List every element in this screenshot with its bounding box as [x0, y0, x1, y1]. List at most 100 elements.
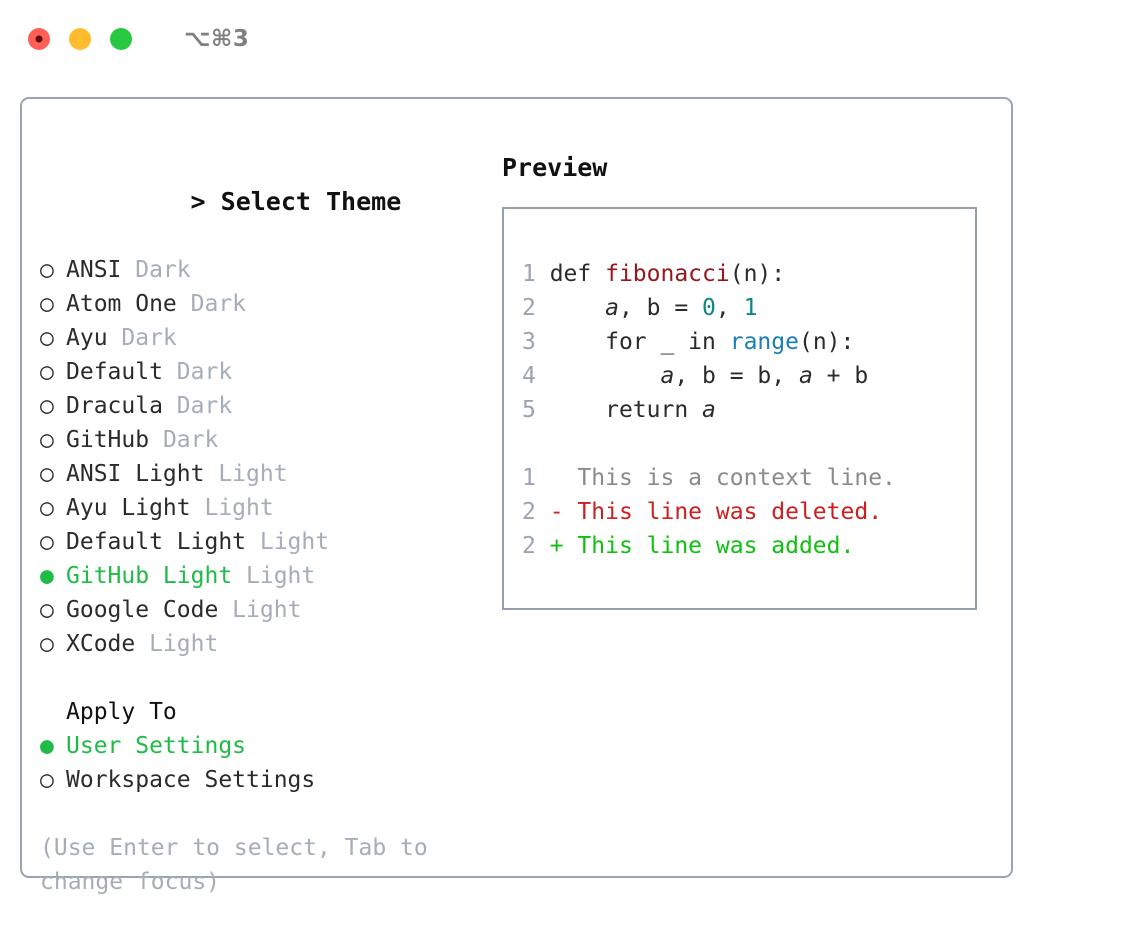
theme-option-label: Atom One	[66, 291, 177, 317]
radio-unselected-icon: ○	[40, 631, 54, 657]
theme-option-category: Dark	[149, 427, 219, 453]
diff-line-context: 1 This is a context line.	[522, 461, 967, 495]
code-token: , b = b,	[674, 363, 799, 389]
line-number: 1	[522, 465, 550, 491]
theme-option-github[interactable]: ○GitHub Dark	[40, 423, 490, 457]
keyboard-hint: (Use Enter to select, Tab to change focu…	[40, 835, 428, 895]
diff-text: This is a context line.	[577, 465, 896, 491]
diff-marker: +	[549, 533, 578, 559]
radio-unselected-icon: ○	[40, 495, 54, 521]
theme-option-label: ANSI Light	[66, 461, 205, 487]
code-token: + b	[812, 363, 869, 389]
code-line: 3 for _ in range(n):	[522, 325, 967, 359]
close-button[interactable]	[28, 28, 50, 50]
theme-option-google-code[interactable]: ○ Google Code Light	[40, 593, 490, 627]
minimize-button[interactable]	[69, 28, 91, 50]
theme-option-ansi[interactable]: ○ANSI Dark	[40, 253, 490, 287]
theme-option-ansi-light[interactable]: ○ANSI Light Light	[40, 457, 490, 491]
theme-option-category: Light	[232, 563, 316, 589]
theme-option-label: Ayu	[66, 325, 108, 351]
radio-unselected-icon: ○	[40, 461, 54, 487]
apply-to-heading: Apply To	[66, 699, 177, 725]
diff-line-removed: 2 - This line was deleted.	[522, 495, 967, 529]
keyboard-shortcut-label: ⌥⌘3	[184, 26, 250, 52]
apply-to-option-label: Workspace Settings	[66, 767, 316, 793]
code-token: (n):	[798, 329, 855, 355]
theme-list: ○ANSI Dark○Atom One Dark○Ayu Dark○Defaul…	[40, 253, 490, 661]
theme-option-label: Google Code	[66, 597, 219, 623]
theme-option-label: GitHub	[66, 427, 150, 453]
diff-line-added: 2 + This line was added.	[522, 529, 967, 563]
theme-option-category: Dark	[107, 325, 177, 351]
diff-lines: 1 This is a context line.2 - This line w…	[522, 461, 967, 563]
line-number: 5	[522, 397, 550, 423]
code-line: 1 def fibonacci(n):	[522, 257, 967, 291]
code-token: fibonacci	[605, 261, 730, 287]
radio-unselected-icon: ○	[40, 597, 54, 623]
theme-option-label: Default	[66, 359, 163, 385]
preview-heading: Preview	[502, 153, 608, 182]
apply-to-option-workspace-settings[interactable]: ○Workspace Settings	[40, 763, 490, 797]
theme-option-category: Light	[246, 529, 330, 555]
code-token: , b =	[618, 295, 703, 321]
diff-text: This line was added.	[577, 533, 855, 559]
maximize-button[interactable]	[110, 28, 132, 50]
page-title: Select Theme	[220, 187, 402, 216]
code-line: 2 a, b = 0, 1	[522, 291, 967, 325]
theme-option-default-light[interactable]: ○ Default Light Light	[40, 525, 490, 559]
diff-marker: -	[549, 499, 578, 525]
theme-option-category: Light	[190, 495, 274, 521]
code-token: (n):	[729, 261, 786, 287]
theme-option-ayu-light[interactable]: ○ Ayu Light Light	[40, 491, 490, 525]
radio-unselected-icon: ○	[40, 359, 54, 385]
code-token: range	[729, 329, 799, 355]
theme-option-ayu[interactable]: ○ Ayu Dark	[40, 321, 490, 355]
line-number: 2	[522, 533, 550, 559]
theme-option-label: Default Light	[66, 529, 247, 555]
window-controls	[28, 28, 132, 50]
diff-text: This line was deleted.	[577, 499, 883, 525]
line-number: 2	[522, 295, 550, 321]
theme-option-github-light[interactable]: ● GitHub Light Light	[40, 559, 490, 593]
theme-option-default[interactable]: ○Default Dark	[40, 355, 490, 389]
apply-to-option-label: User Settings	[66, 733, 247, 759]
radio-selected-icon: ●	[40, 563, 54, 589]
theme-option-xcode[interactable]: ○XCode Light	[40, 627, 490, 661]
line-number: 1	[522, 261, 550, 287]
theme-option-label: Ayu Light	[66, 495, 191, 521]
theme-option-label: ANSI	[66, 257, 122, 283]
code-token: a	[605, 295, 619, 321]
code-token: a	[660, 363, 675, 389]
theme-option-label: GitHub Light	[66, 563, 233, 589]
apply-to-option-user-settings[interactable]: ●User Settings	[40, 729, 490, 763]
diff-marker	[550, 465, 578, 491]
code-token: def	[549, 261, 606, 287]
code-token: for _ in	[549, 329, 730, 355]
line-number: 2	[522, 499, 550, 525]
radio-unselected-icon: ○	[40, 529, 54, 555]
apply-to-section: Apply To ●User Settings○Workspace Settin…	[40, 695, 490, 797]
title-bar: ⌥⌘3	[0, 0, 1140, 78]
code-token: return	[549, 397, 703, 423]
theme-option-atom-one[interactable]: ○Atom One Dark	[40, 287, 490, 321]
theme-picker-column: > Select Theme ○ANSI Dark○Atom One Dark○…	[40, 151, 490, 899]
line-number: 4	[522, 363, 550, 389]
theme-option-category: Light	[218, 597, 302, 623]
theme-option-label: Dracula	[66, 393, 163, 419]
theme-picker-heading: > Select Theme	[40, 151, 490, 253]
theme-option-category: Dark	[121, 257, 191, 283]
code-line: 4 a, b = b, a + b	[522, 359, 967, 393]
code-token: a	[702, 397, 716, 423]
theme-option-dracula[interactable]: ○Dracula Dark	[40, 389, 490, 423]
preview-column: Preview 1 def fibonacci(n):2 a, b = 0, 1…	[502, 151, 992, 610]
theme-option-category: Light	[135, 631, 219, 657]
radio-unselected-icon: ○	[40, 393, 54, 419]
apply-to-list: ●User Settings○Workspace Settings	[40, 729, 490, 797]
code-token	[550, 363, 661, 389]
code-token: a	[798, 363, 813, 389]
code-token: 0	[702, 295, 716, 321]
radio-unselected-icon: ○	[40, 325, 54, 351]
theme-option-category: Dark	[176, 291, 247, 317]
